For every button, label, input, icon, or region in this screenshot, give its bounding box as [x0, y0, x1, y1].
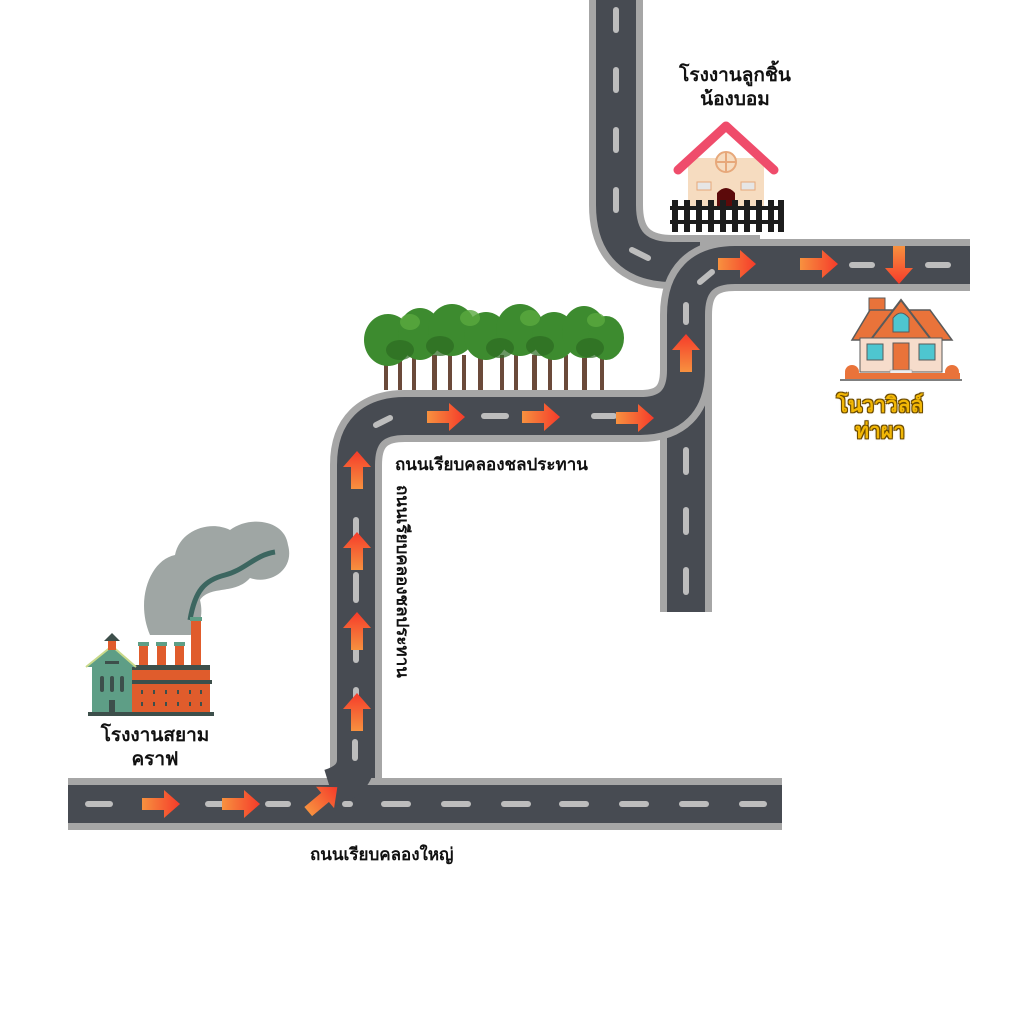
house-with-fence-icon: [670, 121, 784, 232]
canal-road-horizontal-label: ถนนเรียบคลองชลประทาน: [395, 455, 588, 475]
siam-factory-name-line2: คราฟ: [131, 747, 179, 770]
canal-road-vertical-label: ถนนเรียบคลองชลประทาน: [392, 485, 412, 678]
destination-label: โนวาวิลล์ ท่าผา: [815, 392, 945, 445]
lane-markings: [85, 7, 951, 807]
siam-factory-name-line1: โรงงานสยาม: [100, 724, 210, 746]
siam-factory-label: โรงงานสยาม คราฟ: [70, 724, 240, 772]
trees-icon: [364, 304, 624, 390]
house-icon: [840, 297, 962, 381]
destination-name-line1: โนวาวิลล์: [836, 393, 924, 417]
destination-name-line2: ท่าผา: [855, 419, 905, 444]
factory-icon: [85, 521, 290, 716]
big-canal-road-label: ถนนเรียบคลองใหญ่: [310, 845, 454, 865]
meatball-factory-label: โรงงานลูกชิ้น น้องบอม: [650, 64, 820, 112]
meatball-factory-name-line2: น้องบอม: [700, 87, 770, 110]
meatball-factory-name-line1: โรงงานลูกชิ้น: [679, 64, 791, 86]
